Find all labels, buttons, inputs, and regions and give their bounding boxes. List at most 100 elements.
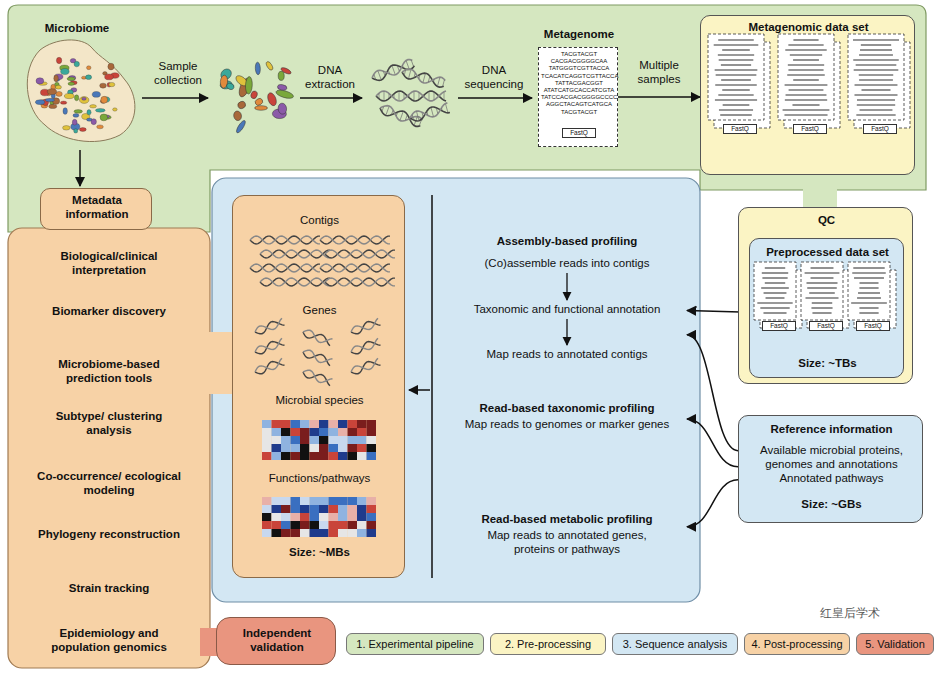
microbe-dot <box>72 119 77 125</box>
legend-swatch: 1. Experimental pipeline <box>346 633 484 655</box>
heading-text: Read-based taxonomic profiling <box>447 402 687 416</box>
fastq-file <box>778 34 840 128</box>
validation-tab: Independent validation <box>216 617 336 665</box>
body-text: Map reads to annotated contigs <box>447 348 687 362</box>
profiling-block: Read-based taxonomic profilingMap reads … <box>447 402 687 436</box>
body-text: Genes <box>233 304 406 318</box>
legend-text: 3. Sequence analysis <box>613 638 737 651</box>
file-tag: FastQ <box>856 321 890 331</box>
reference-box: Reference informationAvailable microbial… <box>738 415 923 523</box>
microbe-dot <box>92 92 100 98</box>
bacterium <box>280 66 292 75</box>
microbe-dot <box>74 95 78 101</box>
microbe-dot <box>91 119 96 125</box>
heading-text: QC <box>739 214 914 228</box>
microbe-dot <box>74 61 79 67</box>
microbe-dot <box>68 82 74 85</box>
bacterium <box>255 106 268 111</box>
contig-strand <box>325 278 395 286</box>
microbe-dot <box>47 89 56 95</box>
microbe-dot <box>35 100 44 105</box>
microbe-dot <box>87 110 91 115</box>
contig-strand <box>260 250 330 258</box>
contig-strand <box>260 278 330 286</box>
microbe-dot <box>61 68 70 74</box>
watermark: 红皇后学术 <box>790 606 910 620</box>
body-text: Contigs <box>233 214 406 228</box>
bacterium <box>266 92 278 107</box>
microbe-dot <box>86 66 91 70</box>
step-label: Microbiome <box>22 22 132 36</box>
microbe-dot <box>64 93 74 98</box>
file-tag: FastQ <box>809 321 843 331</box>
body-text: Functions/pathways <box>233 472 406 486</box>
microbe-dot <box>36 78 44 84</box>
gut-illustration <box>27 40 135 142</box>
heading-text: Size: ~GBs <box>739 498 924 512</box>
process-arrow <box>300 97 362 99</box>
microbe-dot <box>56 57 61 63</box>
heading-text: Biomarker discovery <box>38 305 180 319</box>
dna-illustration <box>370 58 450 127</box>
contig-strand <box>250 236 320 244</box>
profiling-block: Assembly-based profiling(Co)assemble rea… <box>447 235 687 363</box>
heading-text: Microbiome-based prediction tools <box>38 358 180 386</box>
microbe-dot <box>100 83 107 88</box>
result-arrow <box>409 389 430 391</box>
heading-text: Metagenomic data set <box>701 21 916 35</box>
contig-strand <box>320 236 390 244</box>
flow-arrow <box>687 335 738 451</box>
heading-text: Size: ~TBs <box>750 357 905 371</box>
microbe-dot <box>109 82 115 86</box>
legend-swatch: 4. Post-processing <box>744 633 850 655</box>
bacterium <box>278 71 284 80</box>
bacterium <box>226 82 235 90</box>
microbe-dot <box>73 114 79 118</box>
microbe-dot <box>113 108 117 111</box>
microbe-dot <box>79 128 86 132</box>
fastq-file <box>708 34 770 128</box>
microbe-dot <box>100 114 108 121</box>
divider-line <box>431 195 433 578</box>
microbe-dot <box>79 97 89 104</box>
heading-text: Reference information <box>739 423 924 437</box>
contig-strand <box>254 338 285 356</box>
microbe-dot <box>82 97 86 100</box>
contig-strand <box>350 318 381 336</box>
heading-text: Subtype/ clustering analysis <box>38 410 180 438</box>
heading-text: Metadata information <box>41 194 153 222</box>
dna-strand <box>378 103 423 127</box>
fastq-file <box>754 262 802 328</box>
microbe-dot <box>97 125 104 129</box>
heatmap <box>262 497 376 537</box>
gut-microbes <box>35 57 119 133</box>
file-tag: FastQ <box>793 124 827 134</box>
legend-text: 2. Pre-processing <box>491 638 605 651</box>
sequence-file: MetagenomeTACGTACGT CACGACGGGGCAA TATGGG… <box>538 47 618 147</box>
microbe-dot <box>56 91 62 96</box>
heatmap <box>262 420 376 460</box>
bacterium <box>237 100 247 109</box>
contig-strand <box>302 368 333 386</box>
bacterium <box>233 110 243 121</box>
legend-swatch: 2. Pre-processing <box>490 633 606 655</box>
fastq-file <box>801 262 849 328</box>
body-text: FastQ <box>562 128 596 138</box>
microbe-dot <box>74 110 82 114</box>
bacterium <box>255 62 261 75</box>
dna-strand <box>376 91 446 101</box>
step-arrow <box>566 319 567 345</box>
dna-strand <box>409 103 450 123</box>
fastq-file <box>848 34 910 128</box>
heading-text: Read-based metabolic profiling <box>447 513 687 527</box>
microbe-dot <box>45 98 54 101</box>
legend-text: 4. Post-processing <box>745 638 849 651</box>
contig-strand <box>302 328 333 346</box>
contig-strand <box>350 358 381 376</box>
contig-strand <box>250 264 320 272</box>
profiling-block: Read-based metabolic profilingMap reads … <box>447 513 687 559</box>
legend-swatch: 5. Validation <box>856 633 934 655</box>
flow-arrow <box>687 419 738 467</box>
microbe-dot <box>49 104 57 108</box>
microbe-dot <box>54 75 59 82</box>
